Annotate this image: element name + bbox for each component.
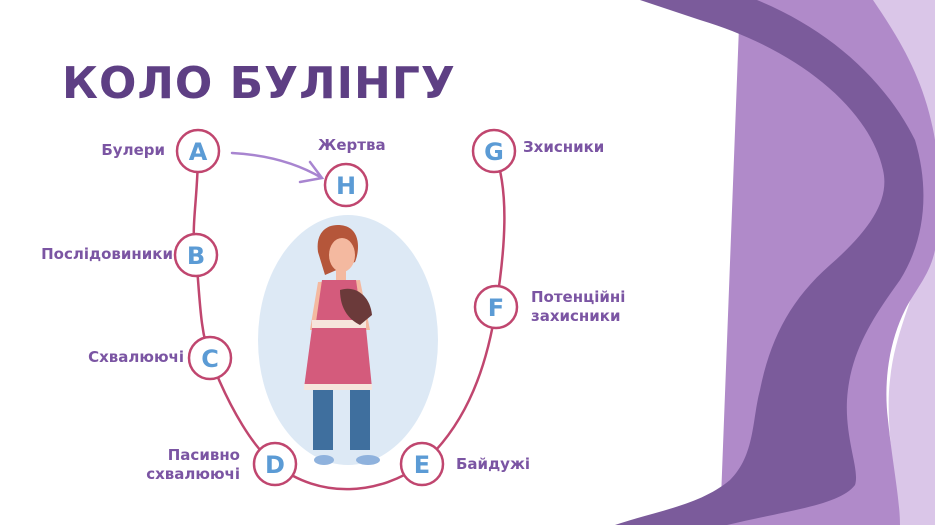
slide-title: КОЛО БУЛІНГУ — [62, 58, 456, 109]
label-defenders: Зхисники — [523, 138, 605, 156]
node-a-circle — [175, 128, 221, 174]
node-g-letter: G — [484, 138, 504, 166]
node-c-letter: C — [201, 345, 219, 373]
label-indifferent: Байдужі — [456, 455, 531, 473]
node-a-letter: A — [189, 138, 208, 166]
node-d-letter: D — [265, 451, 285, 479]
label-bullies: Булери — [101, 141, 165, 159]
label-victim: Жертва — [318, 136, 386, 154]
wave-dark — [615, 0, 924, 525]
label-followers: Послідовиники — [41, 245, 173, 263]
label-supporters: Схвалюючі — [88, 348, 184, 366]
node-e-circle — [399, 441, 445, 487]
node-g-circle — [471, 128, 517, 174]
label-line: схвалюючі — [146, 465, 240, 483]
node-b-circle — [173, 232, 219, 278]
node-b-letter: B — [187, 242, 205, 270]
node-f-letter: F — [488, 294, 504, 322]
victim-figure — [304, 225, 380, 465]
node-f-circle — [473, 284, 519, 330]
node-e-letter: E — [414, 451, 430, 479]
label-line: захисники — [531, 307, 621, 325]
node-h-letter: H — [336, 172, 356, 200]
node-c-circle — [187, 335, 233, 381]
arrow-a-to-h-icon — [230, 151, 325, 184]
node-h-circle — [323, 162, 369, 208]
label-line: Пасивно — [167, 446, 240, 464]
label-line: Потенційні — [531, 288, 626, 306]
node-d-circle — [252, 441, 298, 487]
node-circles — [173, 128, 519, 487]
